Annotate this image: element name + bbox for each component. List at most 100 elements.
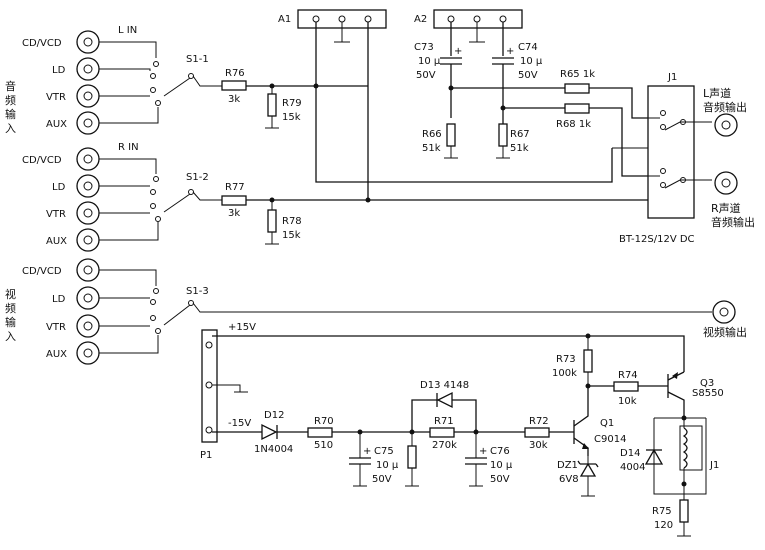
label-r70-value: 510 <box>314 440 333 451</box>
label-r70: R70 <box>314 416 334 427</box>
label-r67-value: 51k <box>510 143 529 154</box>
label-q1-value: C9014 <box>594 434 626 445</box>
label-aux-1: AUX <box>46 119 67 130</box>
label-p1: P1 <box>200 450 212 461</box>
label-audio-input-1: 音 <box>5 79 16 93</box>
label-s1-1: S1-1 <box>186 54 209 65</box>
connector-a2 <box>433 9 523 56</box>
wire-r68 <box>503 107 648 177</box>
label-q3-value: S8550 <box>692 388 724 399</box>
zener-dz1 <box>577 456 599 497</box>
label-audio-input-2: 频 <box>5 93 16 107</box>
label-s1-3: S1-3 <box>186 286 209 297</box>
label-r67: R67 <box>510 129 530 140</box>
relay-j1 <box>612 85 712 219</box>
label-s1-2: S1-2 <box>186 172 209 183</box>
label-r72: R72 <box>529 416 549 427</box>
diode-d12 <box>261 423 278 441</box>
label-cd-vcd-1: CD/VCD <box>22 38 62 49</box>
capacitor-c74 <box>492 57 514 124</box>
label-c73: C73 <box>414 42 434 53</box>
resistor-r74 <box>613 381 639 392</box>
label-c76-cap: 10 μ <box>490 460 513 471</box>
label-r74-value: 10k <box>618 396 637 407</box>
label-video-output: 视频输出 <box>703 325 747 339</box>
label-r65: R65 1k <box>560 69 595 80</box>
label-dz1-value: 6V8 <box>559 474 579 485</box>
label-ld-2: LD <box>52 182 66 193</box>
label-r-in: R IN <box>118 142 139 153</box>
label-l-audio-output: 音频输出 <box>703 100 747 114</box>
label-r73-value: 100k <box>552 368 577 379</box>
resistor-r77 <box>221 195 247 206</box>
label-video-input-3: 输 <box>5 315 16 329</box>
label-r-audio-output: 音频输出 <box>711 215 755 229</box>
label-video-input-2: 频 <box>5 301 16 315</box>
label-c73-plus: + <box>454 46 462 57</box>
switch-s1-1-wiring <box>99 41 222 124</box>
label-r76: R76 <box>225 68 245 79</box>
label-vtr-2: VTR <box>46 209 66 220</box>
label-aux-2: AUX <box>46 236 67 247</box>
label-r71: R71 <box>434 416 454 427</box>
transistor-q3 <box>667 371 685 410</box>
label-c76-plus: + <box>479 446 487 457</box>
label-r77-value: 3k <box>228 208 240 219</box>
resistor-r79 <box>265 86 279 129</box>
label-c75-cap: 10 μ <box>376 460 399 471</box>
label-c74-plus: + <box>506 46 514 57</box>
label-r76-value: 3k <box>228 94 240 105</box>
resistor-r66 <box>444 123 458 159</box>
label-d14: D14 <box>620 448 640 459</box>
label-r78: R78 <box>282 216 302 227</box>
resistor-r76 <box>221 80 247 91</box>
label-c76-volt: 50V <box>490 474 510 485</box>
connector-p1 <box>201 329 248 443</box>
video-input-jacks <box>76 258 100 365</box>
label-r75-value: 120 <box>654 520 673 531</box>
label-a1: A1 <box>278 14 291 25</box>
label-minus15v: -15V <box>228 418 251 429</box>
label-d14-value: 4004 <box>620 462 645 473</box>
label-c76: C76 <box>490 446 510 457</box>
label-q3: Q3 <box>700 378 714 389</box>
label-vtr-3: VTR <box>46 322 66 333</box>
relay-coil-j1 <box>679 418 703 484</box>
switch-s1-3-wiring <box>99 269 712 354</box>
label-r68: R68 1k <box>556 119 591 130</box>
resistor-r67 <box>496 123 510 159</box>
capacitor-c73 <box>440 57 462 118</box>
label-d12-value: 1N4004 <box>254 444 293 455</box>
label-r79: R79 <box>282 98 302 109</box>
label-cd-vcd-2: CD/VCD <box>22 155 62 166</box>
label-r-channel: R声道 <box>711 201 741 215</box>
label-j1-coil: J1 <box>709 460 719 471</box>
label-c75-plus: + <box>363 446 371 457</box>
resistor-r65 <box>564 83 590 94</box>
label-vtr-1: VTR <box>46 92 66 103</box>
diode-d14 <box>644 448 664 465</box>
capacitor-c76 <box>465 432 487 487</box>
label-l-in: L IN <box>118 25 137 36</box>
label-video-input-1: 视 <box>5 287 16 301</box>
label-r73: R73 <box>556 354 576 365</box>
label-c74-cap: 10 μ <box>520 56 543 67</box>
connector-a1 <box>297 9 613 200</box>
resistor-r75 <box>677 484 691 537</box>
label-r78-value: 15k <box>282 230 301 241</box>
label-r77: R77 <box>225 182 245 193</box>
label-c75-volt: 50V <box>372 474 392 485</box>
diode-d13 <box>436 391 453 409</box>
label-c74: C74 <box>518 42 538 53</box>
label-ld-3: LD <box>52 294 66 305</box>
label-ld-1: LD <box>52 65 66 76</box>
switch-s1-2-wiring <box>99 158 222 241</box>
label-plus15v: +15V <box>228 322 256 333</box>
wire-r65 <box>451 87 648 119</box>
relay-coil-box <box>653 417 707 495</box>
transistor-q1 <box>573 386 589 456</box>
video-output-jack <box>712 300 736 324</box>
label-relay-model: BT-12S/12V DC <box>619 234 695 245</box>
audio-output-jacks <box>714 113 738 195</box>
